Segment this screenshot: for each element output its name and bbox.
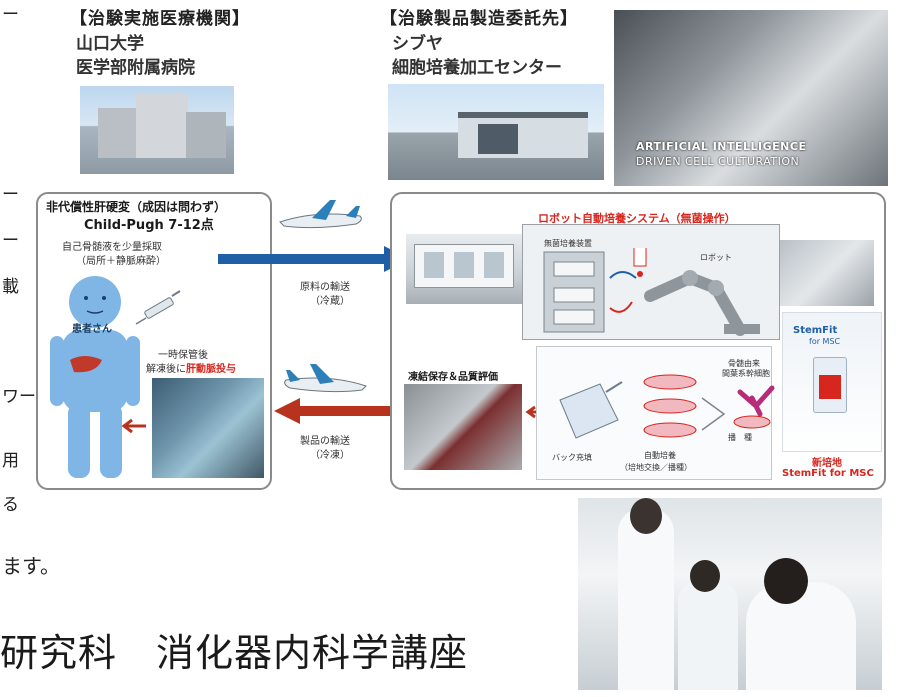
auto-culture-line2: （培地交換／播種）: [620, 463, 692, 472]
hospital-photo: [80, 86, 234, 174]
red-arrow-small: [121, 418, 146, 434]
manufacturer-heading: 【治験製品製造委託先】: [380, 9, 578, 29]
robot-system-title: ロボット自動培養システム（無菌操作）: [538, 212, 736, 225]
petri-dishes: [643, 374, 697, 438]
institution-line2: 医学部附属病院: [76, 58, 195, 78]
product-transport-line1: 製品の輸送: [300, 436, 350, 447]
stemfit-caption-line1: 新培地: [812, 458, 842, 469]
child-pugh-score: Child-Pugh 7-12点: [84, 218, 214, 233]
admin-hepatic-artery: 肝動脈投与: [186, 364, 236, 375]
patient-figure: [50, 276, 140, 478]
stemfit-brand: StemFit: [793, 325, 838, 336]
institution-line1: 山口大学: [76, 34, 144, 54]
robot-arm-diagram: [543, 248, 760, 336]
edge-text-7: る: [2, 495, 19, 515]
manufacturer-line2: 細胞培養加工センター: [392, 58, 562, 78]
stemfit-product: StemFit for MSC: [782, 312, 882, 452]
plane-icon-outbound: [279, 200, 362, 229]
harvest-line1: 自己骨髄液を少量採取: [62, 242, 162, 253]
syringe-icon: [135, 290, 181, 325]
edge-text-5: ワー: [2, 387, 36, 407]
auto-culture-line1: 自動培養: [644, 451, 676, 460]
bag-icon: [559, 381, 623, 439]
stemfit-brand-sub: for MSC: [809, 337, 841, 346]
lab-equipment-photo: [780, 240, 874, 306]
lab-staff-photo: [578, 498, 882, 690]
admin-line2: 解凍後に肝動脈投与: [146, 360, 236, 375]
raw-transport-line2: （冷蔵）: [310, 296, 350, 307]
msc-label-line1: 骨髄由来: [728, 359, 760, 368]
edge-text-6: 用: [2, 451, 19, 471]
ai-photo-line2: DRIVEN CELL CULTURATION: [636, 155, 800, 168]
raw-material-arrow: [218, 246, 410, 272]
seeding-diagram: [701, 385, 775, 431]
raw-transport-line1: 原料の輸送: [300, 282, 350, 293]
patient-label: 患者さん: [72, 324, 112, 335]
patient-condition: 非代償性肝硬変（成因は問わず）: [46, 200, 227, 214]
bag-fill-label: バック充填: [552, 453, 592, 462]
ai-photo-line1: ARTIFICIAL INTELLIGENCE: [636, 140, 807, 153]
ai-culture-photo: ARTIFICIAL INTELLIGENCE DRIVEN CELL CULT…: [614, 10, 888, 186]
robot-label: ロボット: [700, 253, 732, 262]
msc-label-line2: 間葉系幹細胞: [722, 369, 770, 378]
harvest-line2: （局所＋静脈麻酔）: [76, 256, 166, 267]
freezer-photo: [404, 384, 522, 470]
incubator-label: 無菌培養装置: [544, 239, 592, 248]
admin-line1: 一時保管後: [158, 350, 208, 361]
admin-prefix: 解凍後に: [146, 364, 186, 375]
trailing-line: ます。: [2, 554, 60, 578]
edge-text-3: ー: [2, 231, 19, 251]
manufacturer-line1: シブヤ: [392, 34, 443, 54]
surgery-photo: [152, 378, 264, 478]
edge-text-2: ー: [2, 185, 19, 205]
culture-machine-photo: [406, 234, 522, 304]
department-title: 研究科 消化器内科学講座: [0, 631, 469, 675]
plane-icon-return: [284, 364, 367, 393]
institution-heading: 【治験実施医療機関】: [70, 9, 250, 29]
factory-photo: [388, 84, 604, 180]
seeding-label: 播 種: [728, 433, 752, 442]
freeze-quality-label: 凍結保存＆品質評価: [408, 372, 498, 383]
stemfit-caption-line2: StemFit for MSC: [782, 468, 874, 479]
product-transport-line2: （冷凍）: [310, 450, 350, 461]
edge-text-4: 載: [2, 277, 19, 297]
product-arrow: [274, 398, 408, 424]
edge-text-1: ー: [2, 5, 19, 25]
